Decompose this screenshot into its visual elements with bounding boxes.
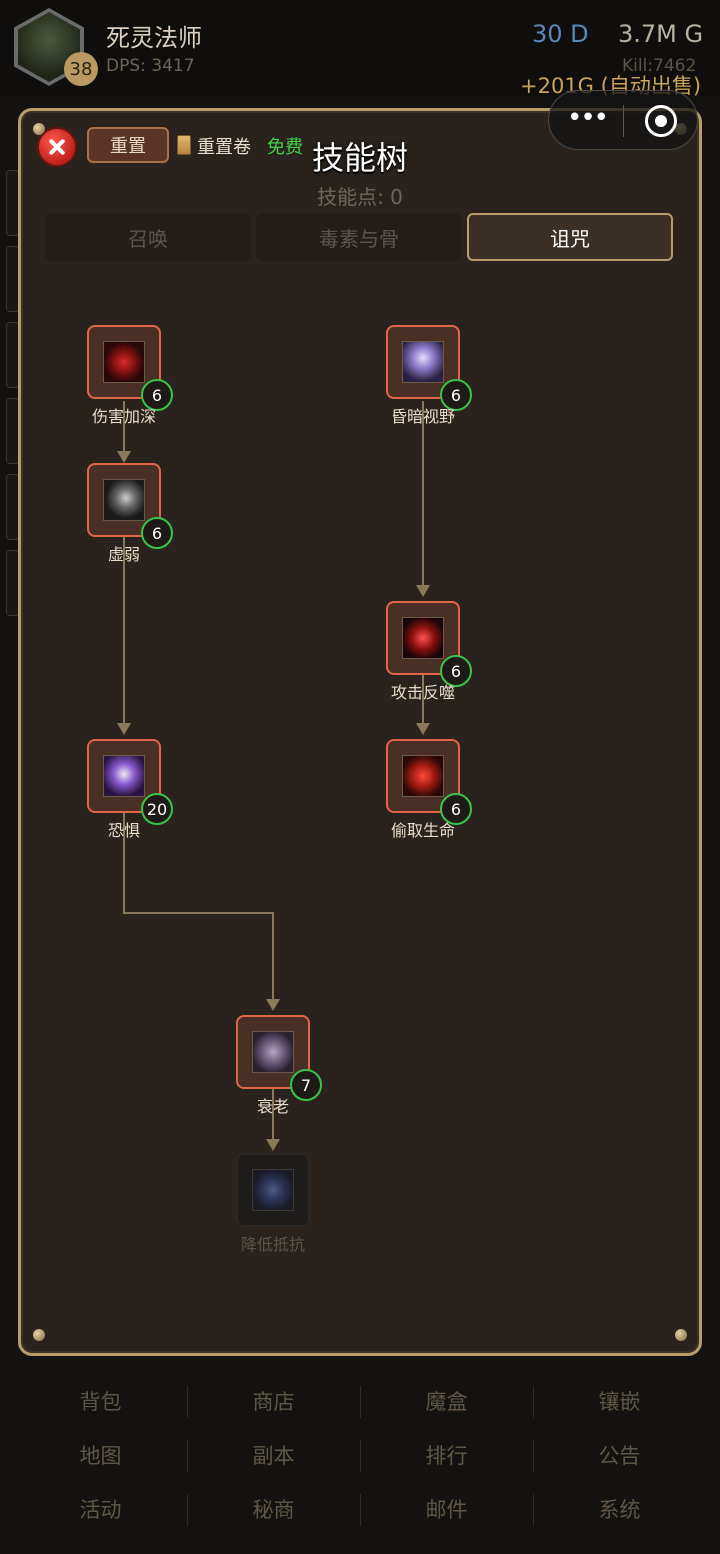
skill-label: 攻击反噬: [390, 683, 455, 702]
arrow-icon: [266, 999, 280, 1011]
arrow-icon: [117, 723, 131, 735]
dps-value: DPS: 3417: [106, 56, 195, 76]
scroll-icon: [177, 135, 191, 155]
blood-icon: [402, 755, 444, 797]
skill-node-weaken[interactable]: 6 虚弱: [87, 463, 173, 564]
skill-node-damage-deepen[interactable]: 6 伤害加深: [87, 325, 173, 426]
modal-title: 技能树: [311, 139, 408, 177]
skill-tree-connectors: [117, 401, 430, 1151]
skill-label: 衰老: [256, 1097, 289, 1116]
blade-icon: [402, 617, 444, 659]
crest-icon: [103, 341, 145, 383]
old-face-icon: [252, 1031, 294, 1073]
claw-icon: [103, 479, 145, 521]
ghost-face-icon: [402, 341, 444, 383]
reset-button[interactable]: 重置: [87, 127, 169, 163]
skill-node-dim-vision[interactable]: 6 昏暗视野: [386, 325, 472, 426]
nav-events[interactable]: 活动: [79, 1498, 122, 1522]
nav-inlay[interactable]: 镶嵌: [533, 1374, 706, 1428]
tab-curse[interactable]: 诅咒: [467, 213, 673, 261]
close-button[interactable]: [37, 127, 77, 167]
nav-magic-box[interactable]: 魔盒: [360, 1374, 533, 1428]
level-badge: 38: [64, 52, 98, 86]
skill-label: 降低抵抗: [240, 1235, 305, 1254]
nav-secret-merchant[interactable]: 秘商: [187, 1482, 360, 1536]
skill-level-badge: 6: [440, 793, 472, 825]
capsule-divider: [623, 105, 624, 137]
skill-level-badge: 7: [290, 1069, 322, 1101]
bottom-nav: 背包 商店 魔盒 镶嵌 地图 副本 排行 公告 活动 秘商 邮件 系统: [14, 1374, 706, 1542]
free-label: 免费: [267, 137, 303, 158]
connector-line: [123, 813, 274, 1005]
arrow-icon: [117, 451, 131, 463]
kill-count: Kill:7462: [622, 56, 697, 76]
rivet-icon: [33, 1329, 45, 1341]
arrow-icon: [416, 723, 430, 735]
skill-points: 技能点: 0: [317, 185, 403, 209]
days-counter: 30 D: [532, 20, 589, 48]
skill-level-badge: 6: [440, 655, 472, 687]
skill-label: 虚弱: [107, 545, 140, 564]
skill-frame: [236, 1153, 310, 1227]
tab-summon[interactable]: 召唤: [45, 213, 251, 261]
arrow-icon: [416, 585, 430, 597]
top-header: 38 死灵法师 DPS: 3417 30 D 3.7M G Kill:7462 …: [0, 0, 720, 98]
miniprogram-capsule: •••: [548, 90, 698, 150]
arrow-icon: [266, 1139, 280, 1151]
skill-label: 昏暗视野: [390, 407, 455, 426]
reset-scroll-label: 重置卷: [197, 137, 251, 158]
nav-system[interactable]: 系统: [533, 1482, 706, 1536]
skill-node-fear[interactable]: 20 恐惧: [87, 739, 173, 840]
nav-shop[interactable]: 商店: [187, 1374, 360, 1428]
skill-node-steal-life[interactable]: 6 偷取生命: [386, 739, 472, 840]
nav-bag[interactable]: 背包: [79, 1390, 122, 1414]
skill-label: 恐惧: [107, 821, 140, 840]
close-miniprogram-icon[interactable]: [645, 105, 677, 137]
more-menu-icon[interactable]: •••: [567, 103, 609, 133]
skill-node-aging[interactable]: 7 衰老: [236, 1015, 322, 1116]
skull-icon: [103, 755, 145, 797]
skill-level-badge: 20: [141, 793, 173, 825]
skill-tree-modal: 重置 重置卷 免费 技能树 技能点: 0 召唤 毒素与骨 诅咒: [18, 108, 702, 1356]
skill-label: 伤害加深: [91, 407, 156, 426]
rivet-icon: [675, 1329, 687, 1341]
character-name: 死灵法师: [106, 24, 202, 52]
nav-ranking[interactable]: 排行: [360, 1428, 533, 1482]
skill-label: 偷取生命: [390, 821, 455, 840]
nav-map[interactable]: 地图: [79, 1444, 122, 1468]
skill-node-attack-reverse[interactable]: 6 攻击反噬: [386, 601, 472, 702]
nav-dungeon[interactable]: 副本: [187, 1428, 360, 1482]
blue-vortex-icon: [252, 1169, 294, 1211]
nav-notice[interactable]: 公告: [533, 1428, 706, 1482]
tab-poison-bone[interactable]: 毒素与骨: [256, 213, 462, 261]
nav-mail[interactable]: 邮件: [360, 1482, 533, 1536]
skill-node-lower-resist[interactable]: 降低抵抗: [236, 1153, 310, 1254]
skill-level-badge: 6: [141, 517, 173, 549]
gold-amount: 3.7M G: [618, 20, 704, 48]
skill-tree: 6 伤害加深 6 虚弱 20 恐惧 7 衰老 降低抵抗: [21, 111, 705, 1359]
skill-level-badge: 6: [440, 379, 472, 411]
skill-level-badge: 6: [141, 379, 173, 411]
